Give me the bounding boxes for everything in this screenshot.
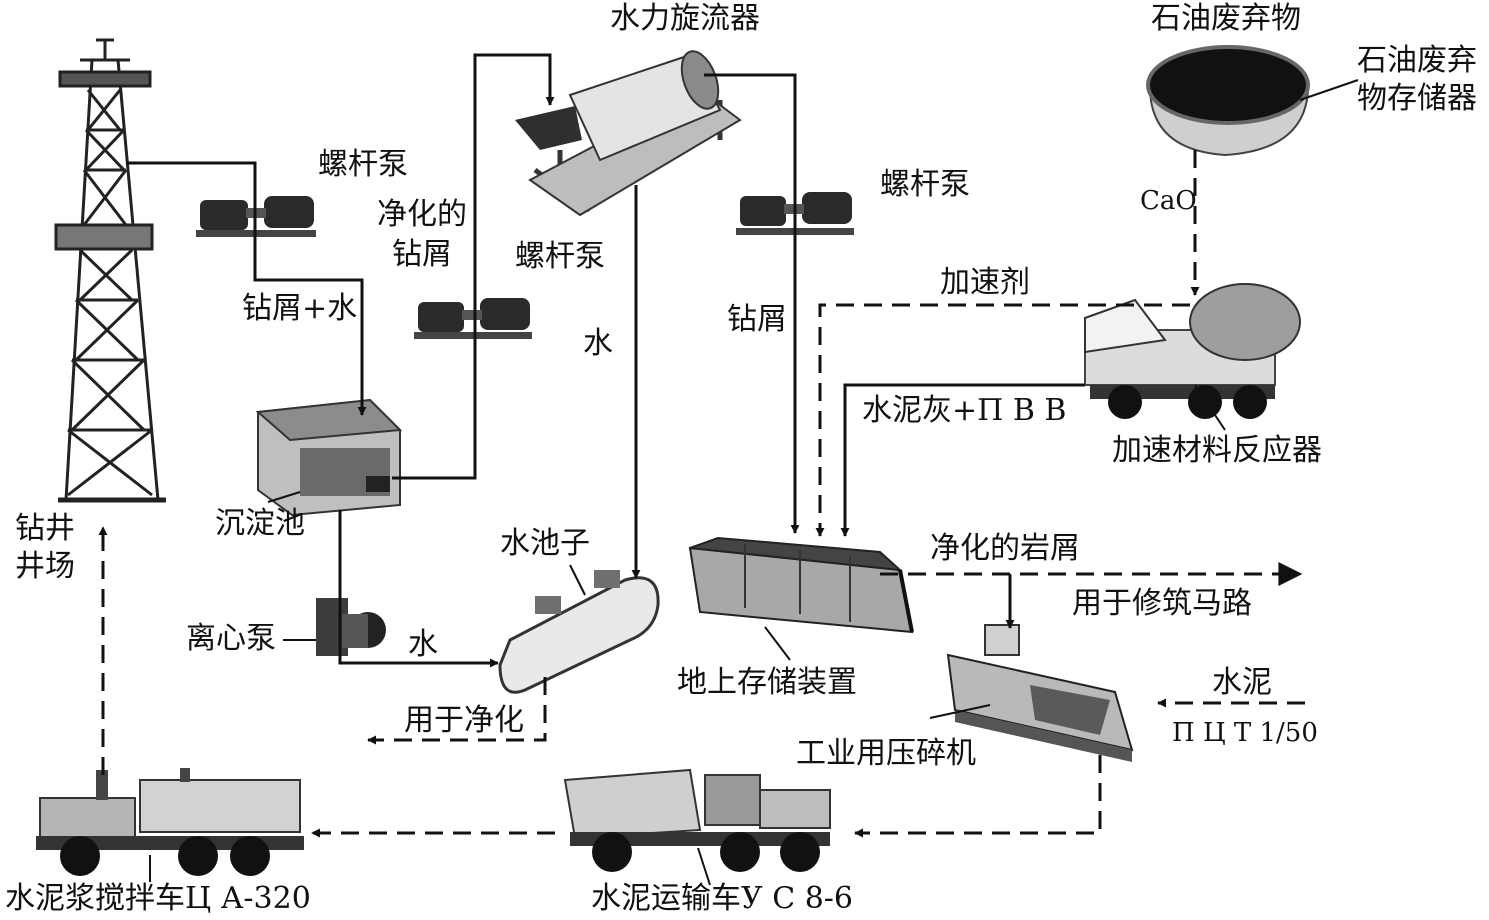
water-from-pump-label: 水 [408,627,438,662]
transport-truck-label: 水泥运输车У С 8-6 [591,881,854,916]
water-tank-label: 水池子 [500,526,590,561]
hydrocyclone-icon [515,50,742,217]
ground-storage-label: 地上存储装置 [677,665,857,700]
screw-pump-label-3: 螺杆泵 [880,167,970,202]
water-tank-icon [498,570,660,694]
for-purification-label: 用于净化 [404,703,524,738]
leader-lines [149,79,1359,886]
cement-truck-icon [36,768,304,876]
water-from-cyclone-label: 水 [583,326,613,361]
crusher-icon [946,624,1134,762]
settling-tank-label: 沉淀池 [215,506,305,541]
cuttings-water-label: 钻屑+水 [242,291,358,326]
screw-pump-label-2: 螺杆泵 [515,239,605,274]
cement-grade-label: П Ц Т 1/50 [1172,718,1318,748]
mixer-truck-label: 水泥浆搅拌车Ц А-320 [5,881,311,916]
waste-bowl-icon [1146,45,1310,157]
waste-label: 石油废弃物 [1151,1,1301,36]
hydrocyclone-label: 水力旋流器 [610,1,760,36]
transport-truck-icon [563,768,831,872]
flow-lines [126,53,1085,668]
drill-site-label-line2: 井场 [15,549,75,584]
waste-storage-label-line1: 石油废弃 [1357,43,1477,78]
screw-pump-icon [414,298,532,339]
road-use-label: 用于修筑马路 [1072,586,1252,621]
drill-site-label-line1: 钻井 [15,511,75,546]
cao-label: CaO [1140,186,1197,216]
mixer-truck-icon [1084,283,1301,419]
waste-storage-label-line2: 物存储器 [1357,81,1477,116]
crusher-label: 工业用压碎机 [796,736,976,771]
centrifugal-pump-label: 离心泵 [186,621,276,656]
accelerant-label: 加速剂 [940,265,1030,300]
purified-rock-label: 净化的岩屑 [930,531,1080,566]
accel-reactor-label: 加速材料反应器 [1112,433,1322,468]
purified-cuttings-label-line1: 净化的 [377,197,467,232]
drilling-rig-icon [54,38,166,503]
cuttings-label: 钻屑 [727,302,787,337]
cement-label: 水泥 [1212,665,1272,700]
dashed-flow-lines [98,150,1305,838]
storage-unit-icon [688,536,914,634]
cement-ash-label: 水泥灰+П В В [862,393,1067,428]
purified-cuttings-label-line2: 钻屑 [392,237,452,272]
centrifugal-pump-icon [316,598,386,656]
screw-pump-label-1: 螺杆泵 [318,147,408,182]
